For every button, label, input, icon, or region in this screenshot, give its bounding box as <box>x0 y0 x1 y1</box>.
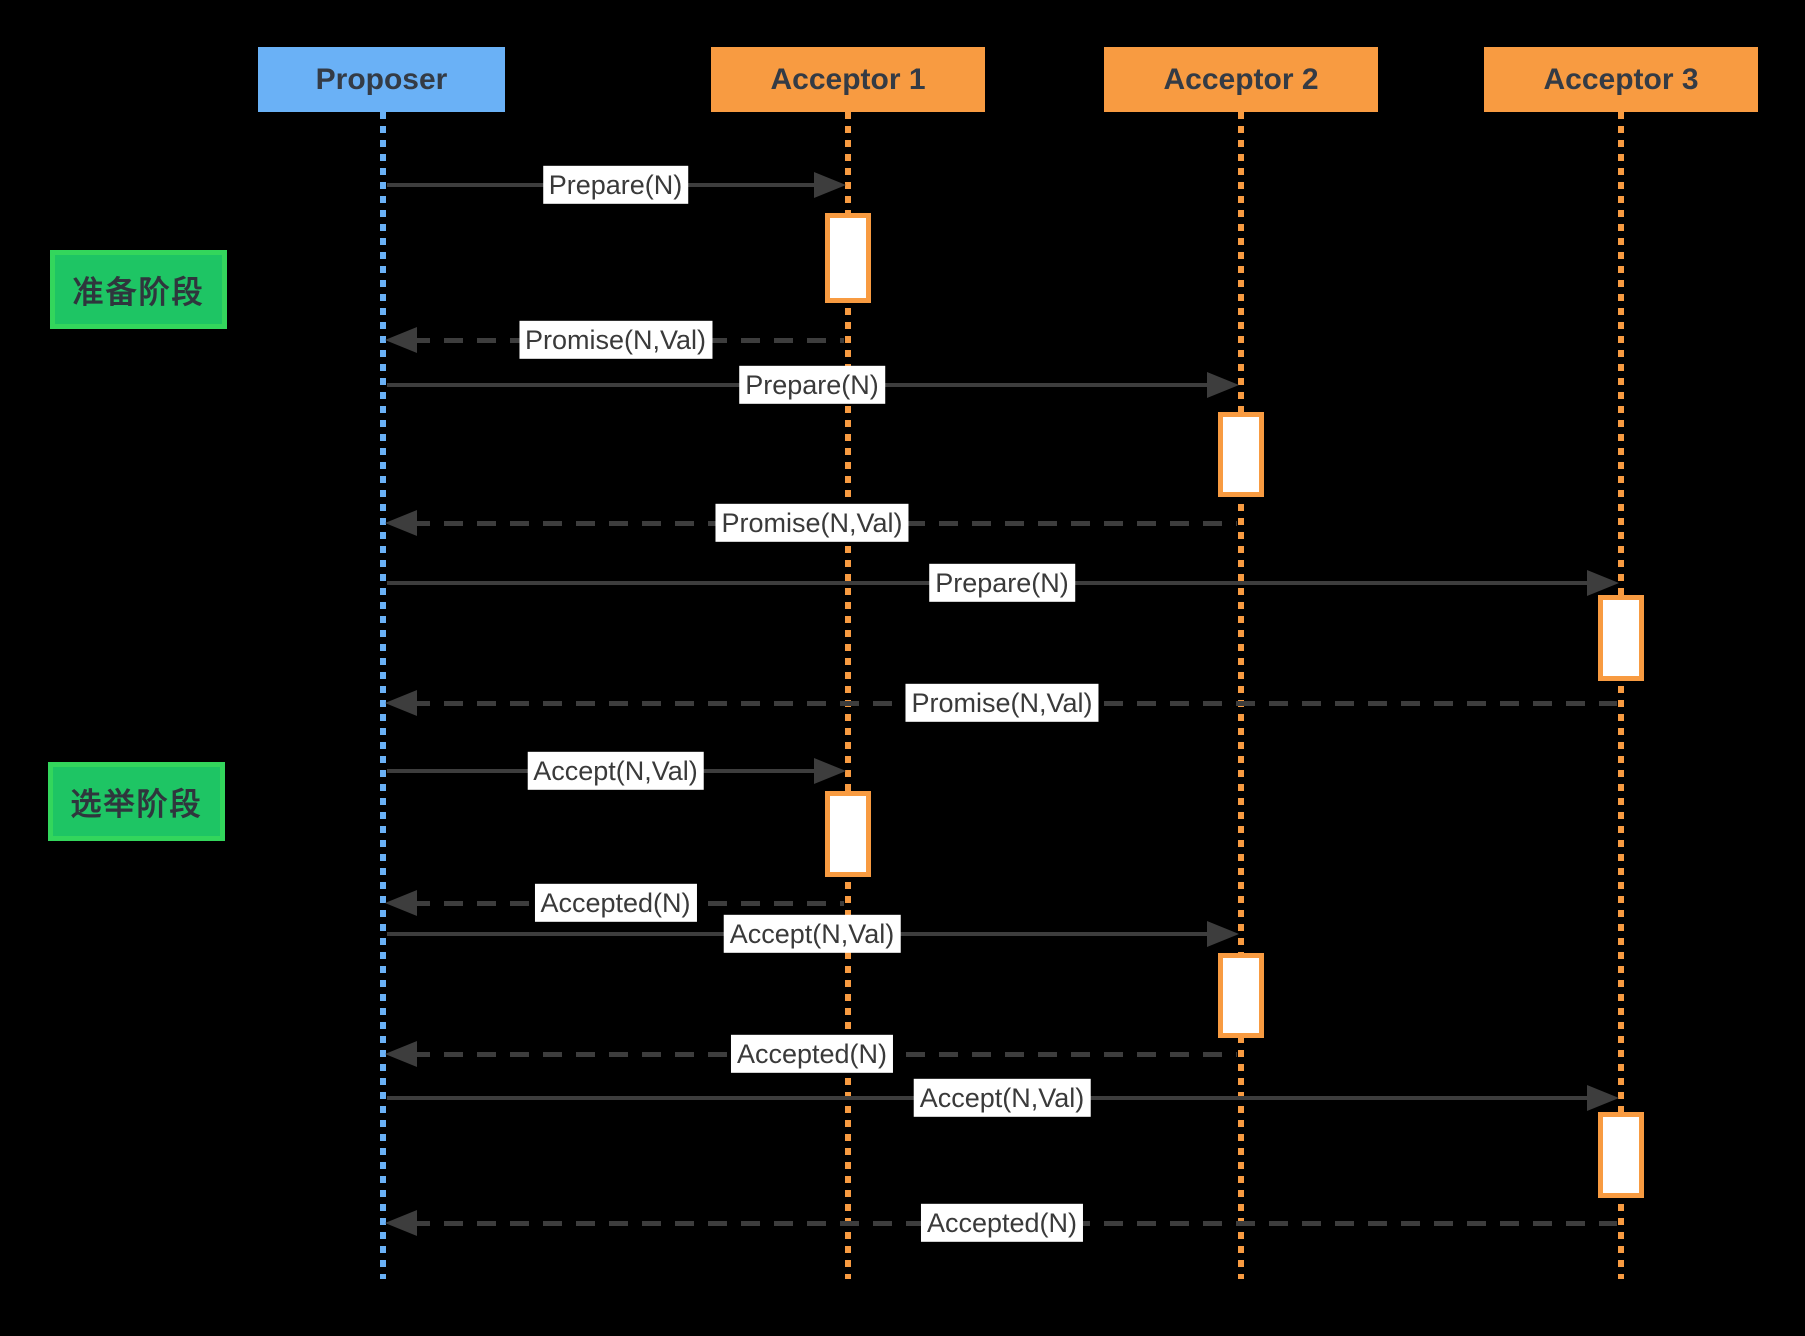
message-label: Promise(N,Val) <box>905 683 1099 723</box>
message-label: Prepare(N) <box>542 165 689 205</box>
activation-bar-acceptor2 <box>1218 412 1264 497</box>
activation-bar-acceptor2 <box>1218 953 1264 1038</box>
message-label: Prepare(N) <box>929 563 1075 603</box>
activation-bar-acceptor3 <box>1598 1112 1644 1198</box>
arrowhead-icon <box>814 172 846 198</box>
phase-label-prepare: 准备阶段 <box>50 250 227 329</box>
arrowhead-icon <box>814 758 846 784</box>
message-label: Promise(N,Val) <box>518 320 713 360</box>
arrowhead-icon <box>385 1041 417 1067</box>
lifeline-proposer <box>380 112 386 1279</box>
lifeline-acceptor1 <box>845 112 851 1279</box>
participant-header-acceptor3: Acceptor 3 <box>1484 47 1758 112</box>
phase-label-election: 选举阶段 <box>48 762 225 841</box>
lifeline-acceptor3 <box>1618 112 1624 1279</box>
message-label: Accepted(N) <box>534 883 697 923</box>
arrowhead-icon <box>385 327 417 353</box>
arrowhead-icon <box>1207 921 1239 947</box>
arrowhead-icon <box>385 690 417 716</box>
arrowhead-icon <box>385 510 417 536</box>
lifeline-acceptor2 <box>1238 112 1244 1279</box>
arrowhead-icon <box>1587 570 1619 596</box>
arrowhead-icon <box>1207 372 1239 398</box>
activation-bar-acceptor1 <box>825 213 871 303</box>
participant-header-acceptor1: Acceptor 1 <box>711 47 985 112</box>
message-label: Accept(N,Val) <box>913 1078 1091 1118</box>
message-label: Accepted(N) <box>730 1034 894 1074</box>
activation-bar-acceptor3 <box>1598 595 1644 681</box>
message-label: Accept(N,Val) <box>723 914 901 954</box>
message-label: Promise(N,Val) <box>715 503 909 543</box>
arrowhead-icon <box>1587 1085 1619 1111</box>
arrowhead-icon <box>385 1210 417 1236</box>
participant-header-acceptor2: Acceptor 2 <box>1104 47 1378 112</box>
message-label: Accept(N,Val) <box>527 751 704 791</box>
message-label: Prepare(N) <box>739 365 885 405</box>
arrowhead-icon <box>385 890 417 916</box>
activation-bar-acceptor1 <box>825 791 871 877</box>
message-label: Accepted(N) <box>920 1203 1084 1243</box>
participant-header-proposer: Proposer <box>258 47 505 112</box>
